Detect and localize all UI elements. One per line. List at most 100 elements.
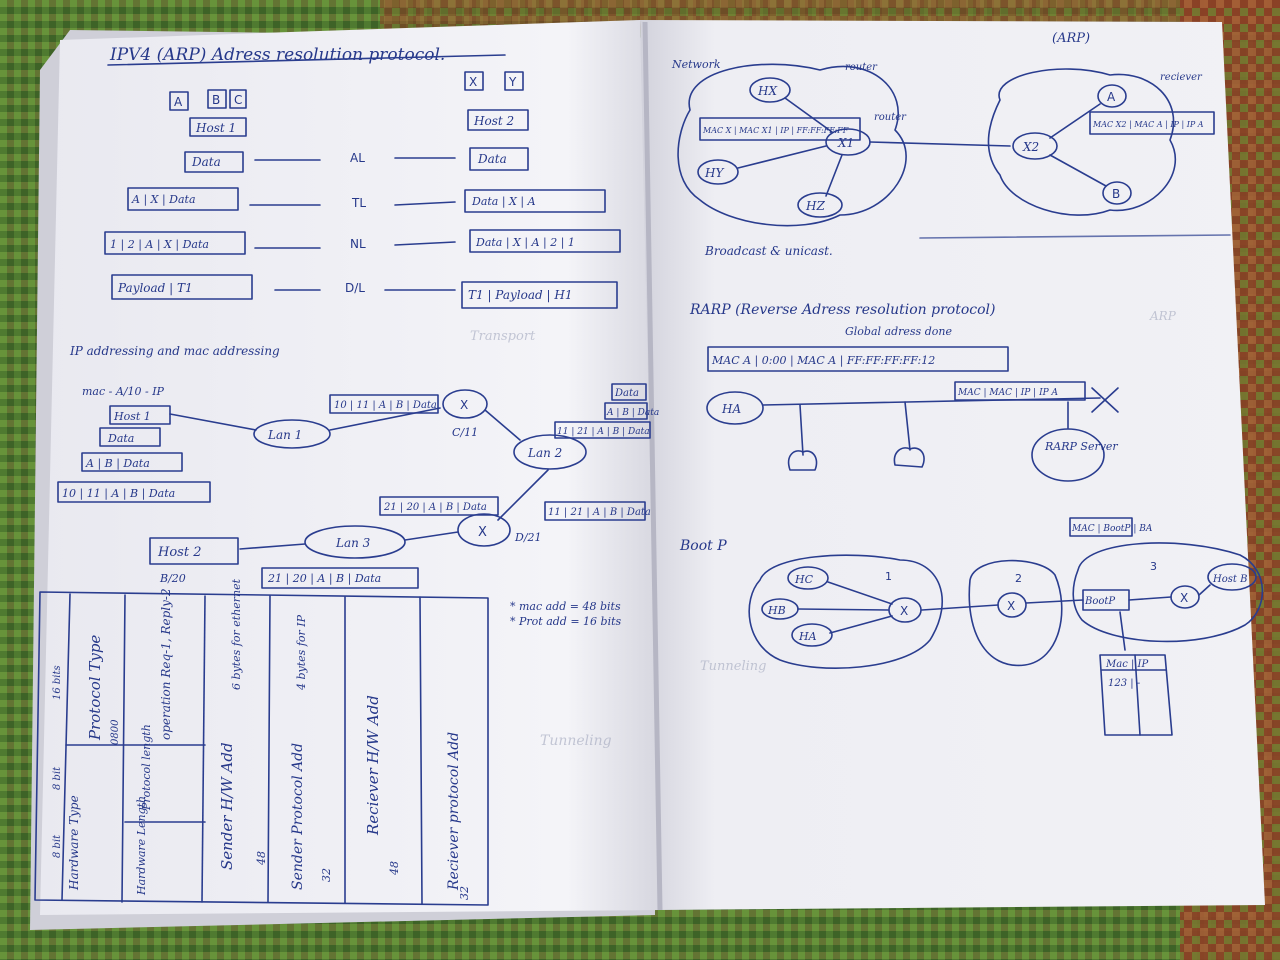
table-col-8: 4 bytes for IP: [295, 614, 308, 691]
corner-tag: (ARP): [1052, 31, 1090, 46]
right-page: [640, 20, 1265, 910]
right-page-content: (ARP) Network HX HY HZ X1 MAC X | MAC X1…: [671, 31, 1264, 736]
table-note-8bit-b: 8 bit: [52, 766, 63, 790]
host2-small: Host 2: [157, 545, 201, 560]
right-stack-al: Data: [477, 152, 507, 166]
left-stack-dl: Payload | T1: [117, 281, 193, 295]
svg-text:X: X: [900, 604, 908, 618]
layer-al: AL: [350, 151, 365, 165]
host2-box-x: X: [469, 75, 477, 89]
node-x2: X2: [1022, 140, 1039, 154]
host2-box-y: Y: [508, 75, 517, 89]
bootp-title: Boot P: [679, 538, 727, 554]
broadcast-note: Broadcast & unicast.: [704, 244, 833, 258]
section2-title: IP addressing and mac addressing: [69, 344, 280, 358]
rarp-frame2: MAC | MAC | IP | IP A: [957, 388, 1059, 398]
table-col-1: Protocol Type: [86, 635, 104, 741]
mac-add-note: * mac add = 48 bits: [510, 600, 621, 613]
mac-ip-table-row: 123 | -: [1108, 678, 1141, 689]
network-label: Network: [671, 58, 721, 71]
table-note-8bit-a: 8 bit: [52, 834, 63, 858]
ha-label: HA: [721, 402, 741, 416]
table-col-7: Sender Protocol Add: [290, 743, 306, 890]
frame-right-ab: A | B | Data: [606, 408, 659, 418]
node-hx: HX: [757, 84, 777, 98]
table-col-10: Reciever protocol Add: [446, 732, 462, 891]
router-label-1: router: [845, 62, 878, 73]
svg-text:Transport: Transport: [470, 329, 536, 344]
table-note-0800: 0800: [110, 719, 121, 745]
left-stack-nl: 1 | 2 | A | X | Data: [110, 238, 209, 252]
host1-small: Host 1: [113, 410, 151, 423]
router-d21: D/21: [514, 531, 542, 544]
layer-stacks: Data A | X | Data 1 | 2 | A | X | Data P…: [104, 147, 621, 309]
host1-box-c: C: [234, 93, 242, 107]
svg-text:Tunneling: Tunneling: [540, 733, 612, 749]
right-stack-nl: Data | X | A | 2 | 1: [475, 236, 575, 250]
node-hz: HZ: [805, 199, 825, 213]
host1-box-a: A: [174, 95, 183, 109]
prot-add-note: * Prot add = 16 bits: [510, 615, 622, 628]
router-label-2: router: [874, 112, 907, 123]
spine-shadow: [642, 21, 663, 911]
layer-dl: D/L: [345, 281, 365, 295]
left-page: [40, 20, 660, 915]
host2-group: X Y Host 2: [464, 71, 529, 131]
host-b: Host B: [1212, 574, 1247, 585]
frame-upper: 10 | 11 | A | B | Data: [334, 400, 437, 411]
boot-p-node: BootP: [1084, 596, 1115, 607]
left-stack-al: Data: [191, 155, 221, 169]
ab-data: A | B | Data: [85, 457, 150, 471]
svg-text:ARP: ARP: [1149, 309, 1177, 323]
table-col-4: operation Req-1, Reply-2: [159, 588, 173, 740]
node-hy: HY: [704, 166, 724, 180]
rarp-title: RARP (Reverse Adress resolution protocol…: [689, 302, 995, 318]
frame-mid: 21 | 20 | A | B | Data: [383, 502, 487, 513]
router-c11: C/11: [452, 426, 478, 439]
svg-text:Tunneling: Tunneling: [700, 659, 767, 674]
node-hc: HC: [794, 573, 814, 586]
node-x1: X1: [837, 136, 854, 150]
svg-text:X: X: [460, 398, 468, 412]
mac-note: mac - A/10 - IP: [82, 385, 165, 398]
svg-text:X: X: [478, 525, 487, 540]
addressing-diagram: Host 1 Data A | B | Data 10 | 11 | A | B…: [57, 383, 659, 589]
data-small: Data: [107, 432, 134, 445]
table-note-48-b: 48: [388, 861, 401, 876]
host1-group: A B C Host 1: [169, 89, 247, 137]
net2-label: 2: [1015, 572, 1022, 585]
table-col-9: Reciever H/W Add: [364, 695, 382, 836]
frame-mid2: 11 | 21 | A | B | Data: [548, 507, 651, 518]
global-note: Global adress done: [845, 325, 952, 338]
table-col-5: Sender H/W Add: [218, 742, 236, 870]
table-col-2: Hardware Length: [135, 796, 148, 896]
right-stack-tl: Data | X | A: [471, 195, 536, 209]
left-stack-tl: A | X | Data: [131, 193, 196, 207]
lan2-label: Lan 2: [527, 446, 562, 460]
lan1-label: Lan 1: [267, 428, 302, 442]
right-stack-dl: T1 | Payload | H1: [468, 288, 572, 302]
table-note-32-b: 32: [458, 886, 471, 900]
reciever-label: reciever: [1160, 72, 1203, 83]
bootp-frame: MAC | BootP | BA: [1071, 524, 1153, 534]
rarp-frame: MAC A | 0:00 | MAC A | FF:FF:FF:FF:12: [711, 354, 935, 368]
table-note-32-a: 32: [320, 868, 333, 882]
frame-bottom: 21 | 20 | A | B | Data: [267, 572, 381, 586]
svg-text:X: X: [1007, 599, 1015, 613]
rarp-server: RARP Server: [1044, 440, 1118, 453]
table-note-48-a: 48: [255, 851, 268, 866]
frame-right-data: Data: [614, 388, 639, 399]
table-note-16bits: 16 bits: [52, 665, 63, 700]
frame-10-11: 10 | 11 | A | B | Data: [62, 487, 175, 501]
layer-tl: TL: [351, 196, 366, 210]
b20-label: B/20: [159, 572, 186, 585]
arp-packet-table: Hardware Type Protocol Type Hardware Len…: [34, 578, 489, 906]
node-a: A: [1107, 90, 1116, 104]
node-hb: HB: [767, 604, 786, 617]
table-col-0: Hardware Type: [67, 795, 81, 891]
node-ha2: HA: [798, 630, 817, 643]
host1-label: Host 1: [195, 121, 236, 135]
net3-label: 3: [1150, 560, 1157, 573]
svg-text:X: X: [1180, 591, 1188, 605]
host1-box-b: B: [212, 93, 220, 107]
